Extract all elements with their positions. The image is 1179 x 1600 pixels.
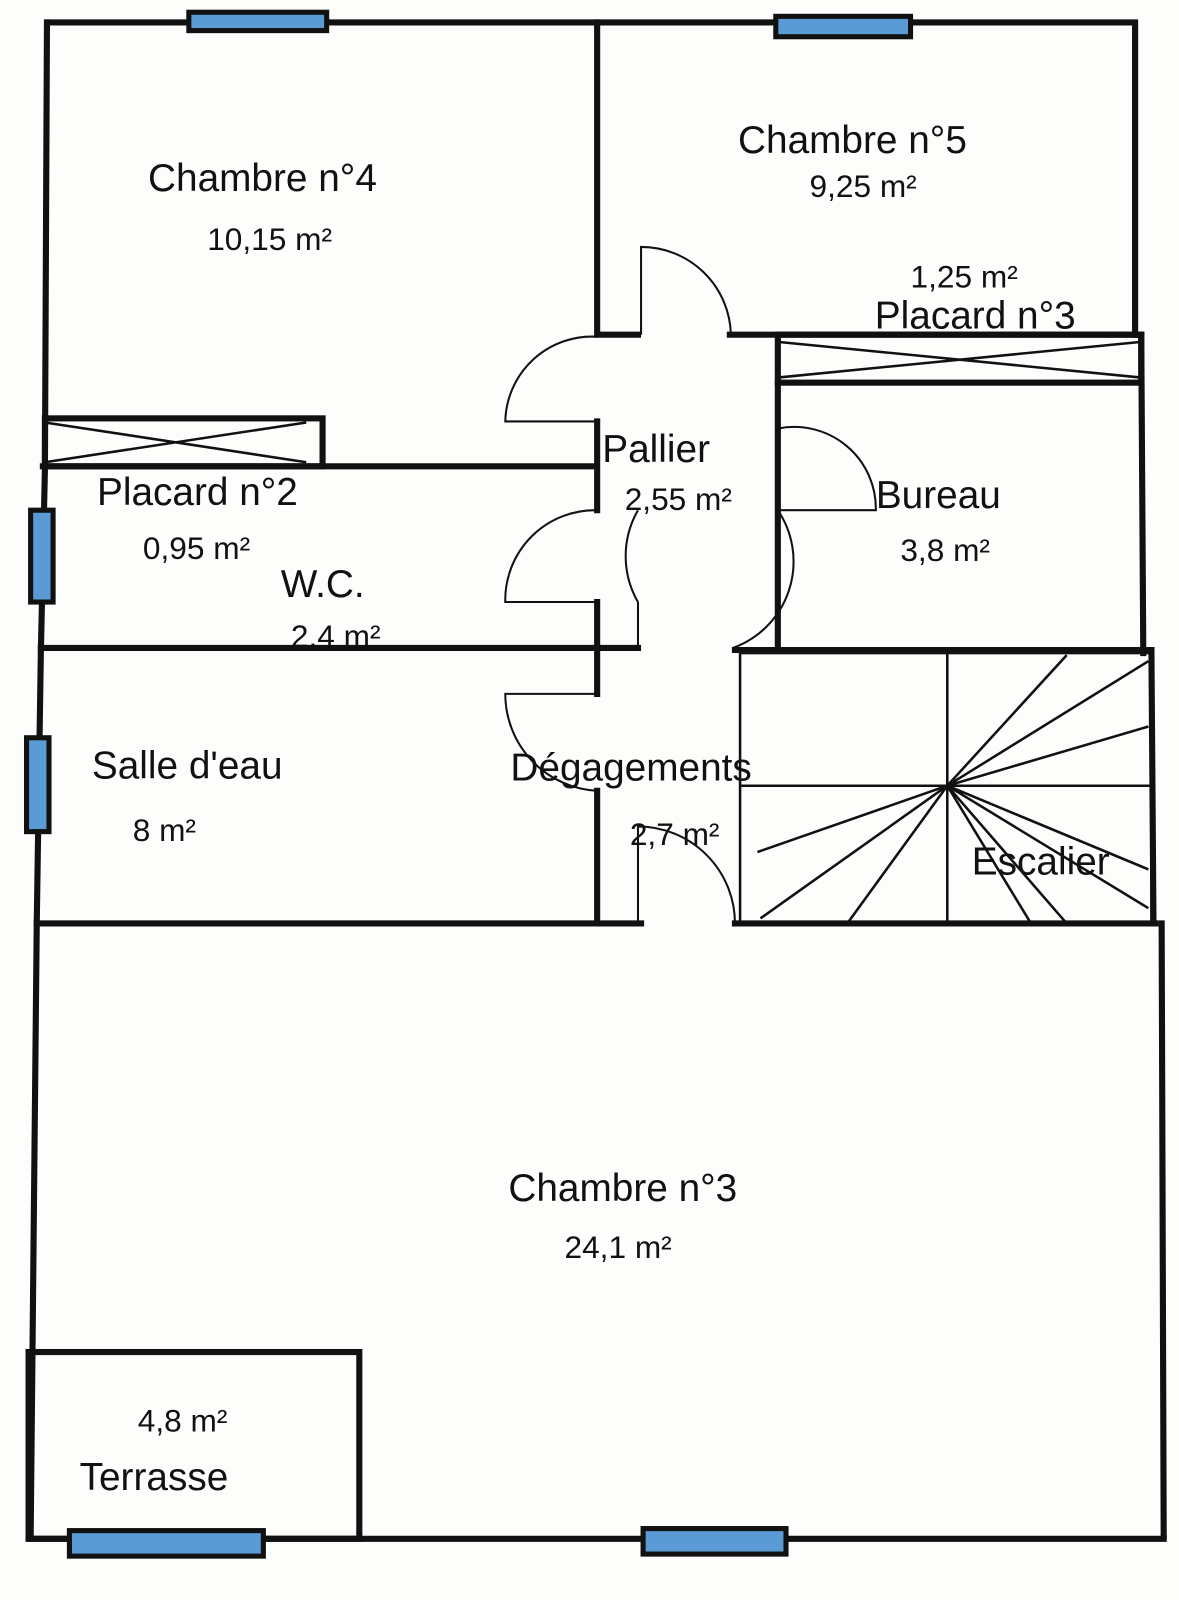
chambre3-name: Chambre n°3 <box>508 1167 737 1210</box>
doors <box>504 245 877 924</box>
placard2-area: 0,95 m² <box>143 530 250 566</box>
door-salle-deau <box>504 692 598 792</box>
door-chambre3 <box>636 825 736 924</box>
pallier-area: 2,55 m² <box>625 481 732 517</box>
terrasse-name: Terrasse <box>80 1456 229 1499</box>
chambre4-area: 10,15 m² <box>207 221 332 257</box>
escalier-name: Escalier <box>972 840 1110 883</box>
windows <box>23 9 914 1559</box>
chambre5-area: 9,25 m² <box>809 168 916 204</box>
door-chambre5 <box>640 245 732 335</box>
chambre5-name: Chambre n°5 <box>738 119 967 162</box>
degagements-name: Dégagements <box>510 747 751 790</box>
degagements-area: 2,7 m² <box>630 816 720 852</box>
window-chambre5 <box>773 13 914 40</box>
chambre4-name: Chambre n°4 <box>148 157 377 200</box>
chambre3-area: 24,1 m² <box>564 1229 671 1265</box>
room-labels: Chambre n°4 10,15 m² Chambre n°5 9,25 m²… <box>80 119 1110 1499</box>
placard2-name: Placard n°2 <box>97 471 298 514</box>
window-chambre3 <box>640 1526 789 1557</box>
terrasse-area: 4,8 m² <box>138 1403 228 1439</box>
bureau-name: Bureau <box>876 474 1001 517</box>
placard3-area: 1,25 m² <box>911 259 1018 295</box>
wc-name: W.C. <box>281 563 365 606</box>
window-salle-deau <box>23 735 52 835</box>
bureau-area: 3,8 m² <box>900 532 990 568</box>
placard3-name: Placard n°3 <box>875 295 1076 338</box>
door-pallier-stair <box>624 509 640 648</box>
door-wc <box>504 509 598 604</box>
placard-n2-closet <box>41 415 326 470</box>
window-terrasse <box>66 1528 266 1559</box>
door-bureau <box>777 425 877 512</box>
wc-area: 2,4 m² <box>291 618 381 654</box>
staircase <box>738 651 1153 925</box>
window-chambre4 <box>186 9 330 34</box>
placard-n3-closet <box>774 331 1145 386</box>
window-wc <box>28 507 56 605</box>
salle-deau-name: Salle d'eau <box>92 745 283 788</box>
door-bureau-lower <box>732 509 795 649</box>
pallier-name: Pallier <box>602 428 710 471</box>
terrasse-outline <box>25 1348 363 1542</box>
door-chambre4 <box>504 335 598 423</box>
salle-deau-area: 8 m² <box>133 812 196 848</box>
